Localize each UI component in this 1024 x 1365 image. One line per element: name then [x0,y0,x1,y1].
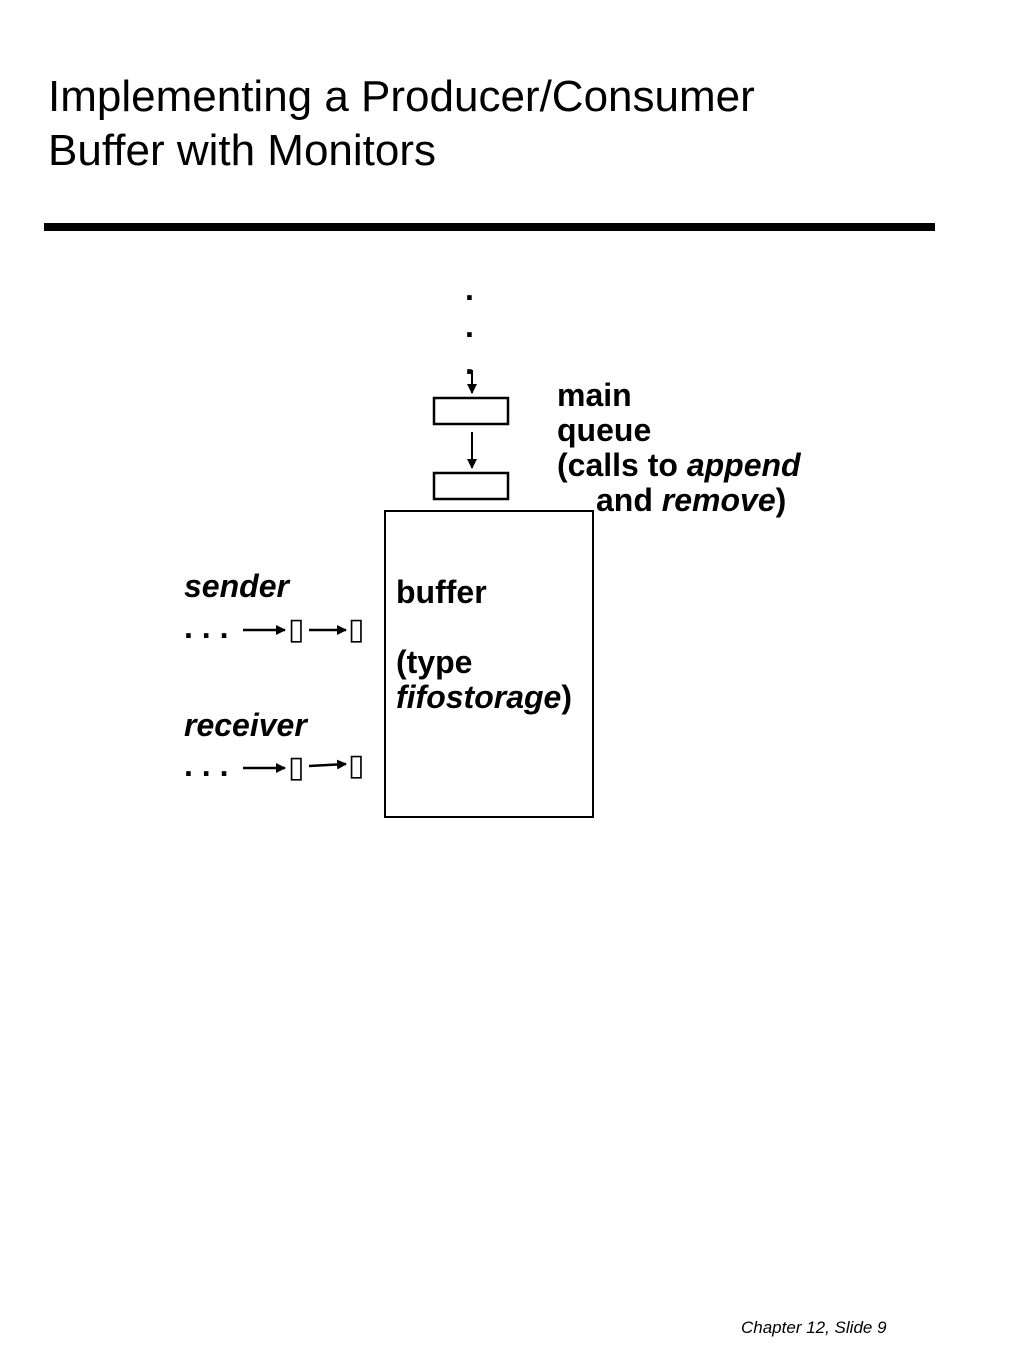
append-text: append [686,447,801,483]
queue-slot-1 [432,396,510,426]
buffer-type-line: fifostorage) [396,680,572,715]
queue-dot-2: . [465,308,474,344]
buffer-label: buffer [396,574,487,610]
slide-footer: Chapter 12, Slide 9 [741,1318,887,1337]
receiver-label: receiver [184,707,307,743]
buffer-type-open: (type [396,644,473,680]
and-text: and [596,482,662,518]
sender-label: sender [184,568,289,604]
main-queue-line-1: main [557,377,632,413]
queue-dot-1: . [465,271,474,307]
fifostorage-text: fifostorage [396,679,562,715]
sender-missing-glyph-2: ▯ [348,613,365,646]
close-paren: ) [775,482,787,518]
receiver-missing-glyph-1: ▯ [288,751,305,784]
title-rule [44,223,935,231]
type-close-paren: ) [561,679,572,715]
buffer-box [384,510,594,818]
main-queue-line-2: queue [557,412,652,448]
receiver-arrow-2 [308,759,347,770]
receiver-ellipsis: . . . [184,747,229,783]
title-line-1: Implementing a Producer/Consumer [48,72,755,121]
calls-to-text: (calls to [557,447,687,483]
remove-text: remove [661,482,776,518]
queue-slot-2 [432,471,510,501]
title-line-2: Buffer with Monitors [48,126,437,175]
slide-title: Implementing a Producer/Consumer Buffer … [48,70,755,178]
receiver-missing-glyph-2: ▯ [348,749,365,782]
sender-missing-glyph-1: ▯ [288,613,305,646]
main-queue-line-3: (calls to append [557,448,801,483]
main-queue-line-4: and remove) [596,483,786,518]
sender-ellipsis: . . . [184,609,229,645]
queue-dot-3: . [465,345,474,381]
